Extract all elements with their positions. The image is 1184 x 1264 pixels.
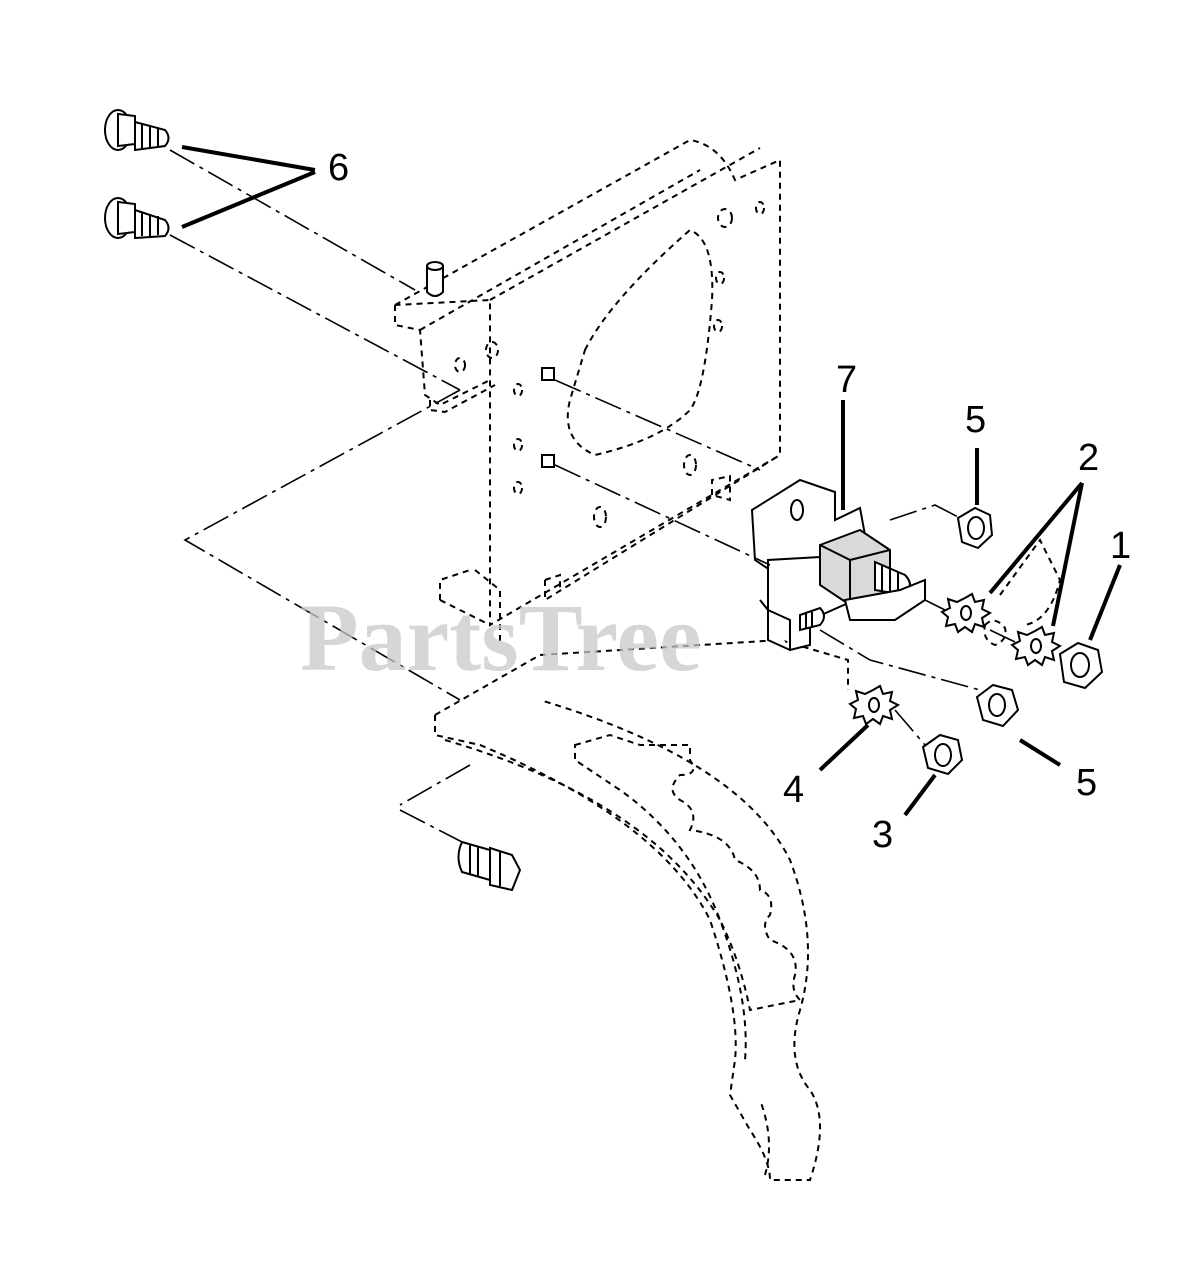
carriage-bolt-bottom: [104, 197, 170, 240]
callout-4: 4: [783, 769, 804, 811]
star-washer-2a: [940, 592, 993, 634]
hex-nut-3: [921, 733, 964, 776]
callout-6: 6: [328, 147, 349, 189]
hex-nut-1: [1058, 641, 1104, 690]
dashed-washer-ghost: [983, 538, 1062, 647]
watermark-text: PartsTree: [300, 584, 702, 691]
callout-2: 2: [1078, 437, 1099, 479]
callout-3: 3: [872, 814, 893, 856]
star-washer-2b: [1010, 625, 1063, 667]
hex-nut-5-upper: [956, 506, 994, 550]
leader-lines: [181, 145, 1122, 817]
explode-lines: [169, 149, 1016, 843]
hex-bolt-lower: [457, 840, 522, 892]
star-washer-4: [848, 684, 901, 726]
callout-7: 7: [836, 359, 857, 401]
locator-pin: [426, 261, 444, 297]
hex-nut-5-lower: [975, 683, 1020, 728]
carriage-bolt-top: [104, 109, 170, 152]
mounting-bracket-plate: [394, 138, 781, 645]
switch-assembly: [750, 478, 926, 652]
callout-5-upper: 5: [965, 399, 986, 441]
callout-1: 1: [1110, 525, 1131, 567]
frame-fender: [434, 638, 849, 1181]
callout-5-lower: 5: [1076, 762, 1097, 804]
